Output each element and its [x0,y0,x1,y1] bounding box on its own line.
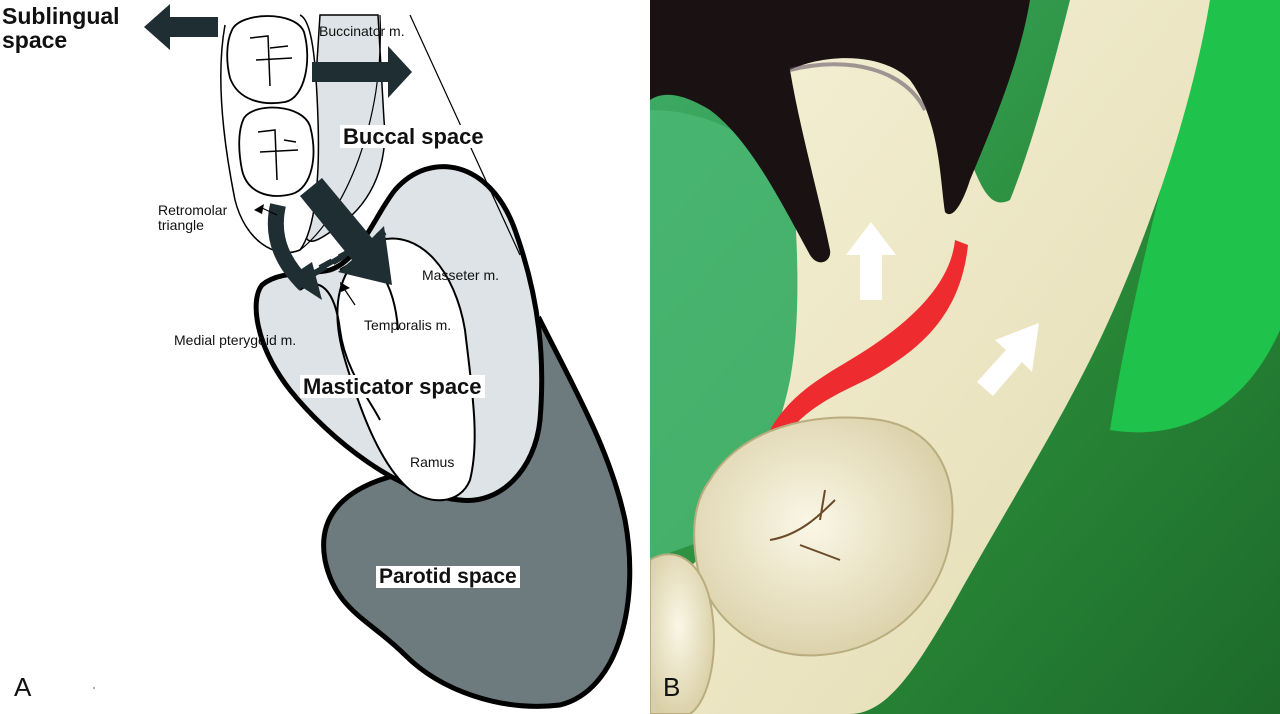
label-parotid-space: Parotid space [376,565,520,589]
white-arrow-upper [846,222,896,300]
label-temporalis-muscle: Temporalis m. [364,317,452,333]
panel-letter-a: A [14,672,32,702]
molar-upper [226,15,309,105]
label-medial-pterygoid-muscle: Medial pterygoid m. [174,332,297,348]
arrow-to-buccal [312,46,412,98]
panel-letter-b: B [663,672,681,702]
white-arrow-right [977,323,1039,396]
diagram-drawing [93,4,633,709]
label-buccinator-muscle: Buccinator m. [319,23,405,39]
dark-pointer-shape [650,0,1030,263]
arrow-to-masticator [300,178,392,285]
ramus-shape [336,237,476,502]
label-masseter-muscle: Masseter m. [422,267,500,283]
molar-lower [238,106,315,197]
label-buccal-space: Buccal space [340,125,487,148]
arrow-to-sublingual [144,4,218,50]
panel-b-photo: B [650,0,1280,714]
label-ramus: Ramus [410,454,455,470]
highlight-red-band [770,240,968,445]
photo-drawing [650,0,1280,714]
label-masticator-space: Masticator space [300,375,485,398]
